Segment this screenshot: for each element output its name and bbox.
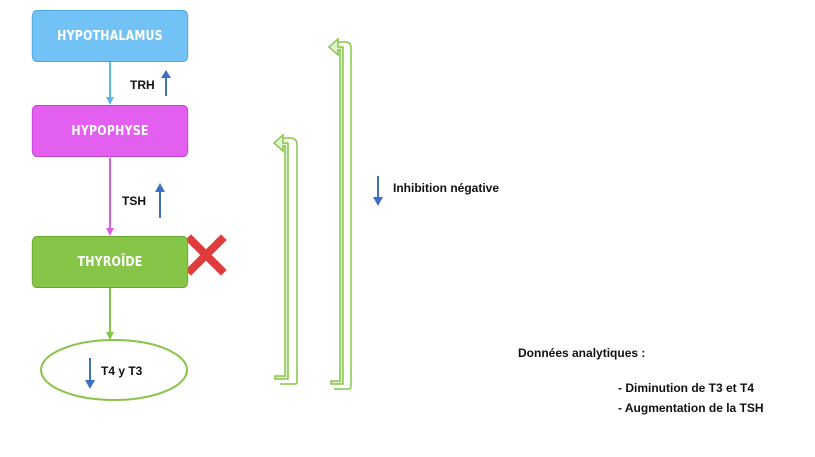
- analytics-item-1: - Diminution de T3 et T4: [618, 381, 755, 395]
- node-hypothalamus: HYPOTHALAMUS: [31, 10, 189, 62]
- trh-up-arrow-icon: [161, 70, 171, 96]
- node-thyroide-label: THYROÏDE: [77, 254, 143, 270]
- analytics-title: Données analytiques :: [518, 346, 646, 360]
- inhibition-down-arrow-icon: [373, 176, 383, 206]
- tsh-label: TSH: [122, 194, 146, 208]
- blocked-x-icon: [185, 234, 227, 276]
- trh-label: TRH: [130, 78, 155, 92]
- node-hypophyse: HYPOPHYSE: [31, 105, 189, 157]
- hormones-down-arrow-icon: [85, 358, 95, 389]
- node-hypothalamus-label: HYPOTHALAMUS: [57, 28, 163, 44]
- inhibition-label: Inhibition négative: [393, 181, 500, 195]
- node-thyroide: THYROÏDE: [31, 236, 189, 288]
- hormones-label: T4 y T3: [101, 364, 143, 378]
- node-hypophyse-label: HYPOPHYSE: [71, 123, 149, 139]
- tsh-up-arrow-icon: [155, 183, 165, 218]
- analytics-item-2: - Augmentation de la TSH: [618, 401, 764, 415]
- feedback-bracket-inner: [272, 133, 298, 385]
- feedback-bracket-outer: [327, 37, 352, 390]
- hormones-ellipse: [40, 339, 188, 401]
